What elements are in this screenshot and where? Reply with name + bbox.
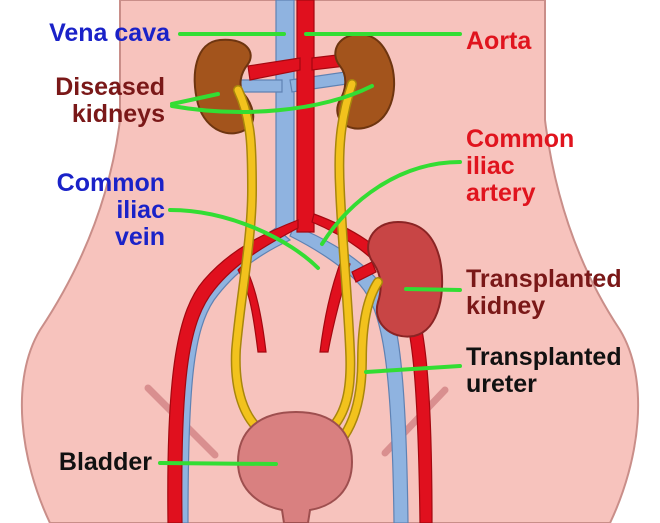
label-transplanted-ureter-line2: ureter [466,371,622,398]
label-common-iliac-artery-line1: Common [466,126,574,153]
label-transplanted-kidney: Transplanted kidney [466,266,622,320]
label-common-iliac-artery-line3: artery [466,180,574,207]
label-bladder: Bladder [0,449,152,476]
label-transplanted-kidney-line2: kidney [466,293,622,320]
label-diseased-kidneys-line2: kidneys [0,101,165,128]
label-vena-cava-text: Vena cava [10,20,170,47]
pointer-transplanted-kidney [406,289,460,290]
label-common-iliac-artery-line2: iliac [466,153,574,180]
label-common-iliac-vein: Common iliac vein [0,170,165,251]
label-common-iliac-artery: Common iliac artery [466,126,574,207]
label-bladder-text: Bladder [0,449,152,476]
label-common-iliac-vein-line2: iliac [0,197,165,224]
label-common-iliac-vein-line3: vein [0,224,165,251]
label-aorta-text: Aorta [466,28,531,55]
label-transplanted-ureter: Transplanted ureter [466,344,622,398]
label-common-iliac-vein-line1: Common [0,170,165,197]
label-transplanted-ureter-line1: Transplanted [466,344,622,371]
label-vena-cava: Vena cava [10,20,170,47]
label-aorta: Aorta [466,28,531,55]
label-diseased-kidneys-line1: Diseased [0,74,165,101]
label-transplanted-kidney-line1: Transplanted [466,266,622,293]
pointer-bladder [160,463,276,464]
label-diseased-kidneys: Diseased kidneys [0,74,165,128]
